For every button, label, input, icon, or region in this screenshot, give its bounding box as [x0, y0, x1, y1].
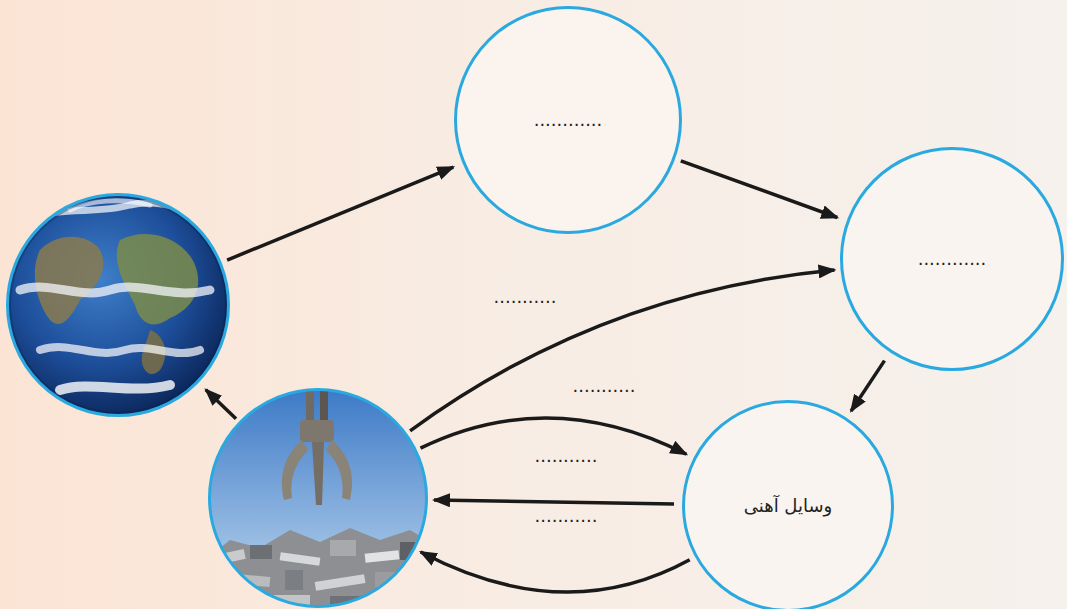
cycle-arrow: [206, 390, 236, 419]
circle-outline: [6, 193, 230, 417]
text-holder: ............: [840, 147, 1064, 371]
text-holder: وسایل آهنی: [682, 400, 894, 609]
cycle-arrow: [227, 167, 453, 260]
cycle-arrow: [681, 161, 838, 218]
cycle-arrow: [421, 552, 690, 592]
earth-circle: [6, 193, 230, 417]
edge-label: ...........: [491, 286, 560, 308]
node-text: ............: [534, 108, 603, 131]
edge-label: ...........: [532, 445, 601, 467]
edge-label: ...........: [570, 375, 639, 397]
cycle-arrow: [851, 361, 884, 411]
text-holder: ............: [454, 6, 682, 234]
earth-picture: [8, 195, 228, 415]
edge-label: ...........: [532, 505, 601, 527]
node-text: ............: [918, 247, 987, 270]
text-holder: [208, 388, 428, 608]
process-circle: وسایل آهنی: [682, 400, 894, 609]
circle-outline: [208, 388, 428, 608]
node-text: وسایل آهنی: [744, 494, 833, 517]
cycle-arrow: [434, 500, 674, 504]
text-holder: [6, 193, 230, 417]
blank-circle: ............: [840, 147, 1064, 371]
blank-circle: ............: [454, 6, 682, 234]
scrap-circle: [208, 388, 428, 608]
scrap-picture: [205, 385, 435, 609]
